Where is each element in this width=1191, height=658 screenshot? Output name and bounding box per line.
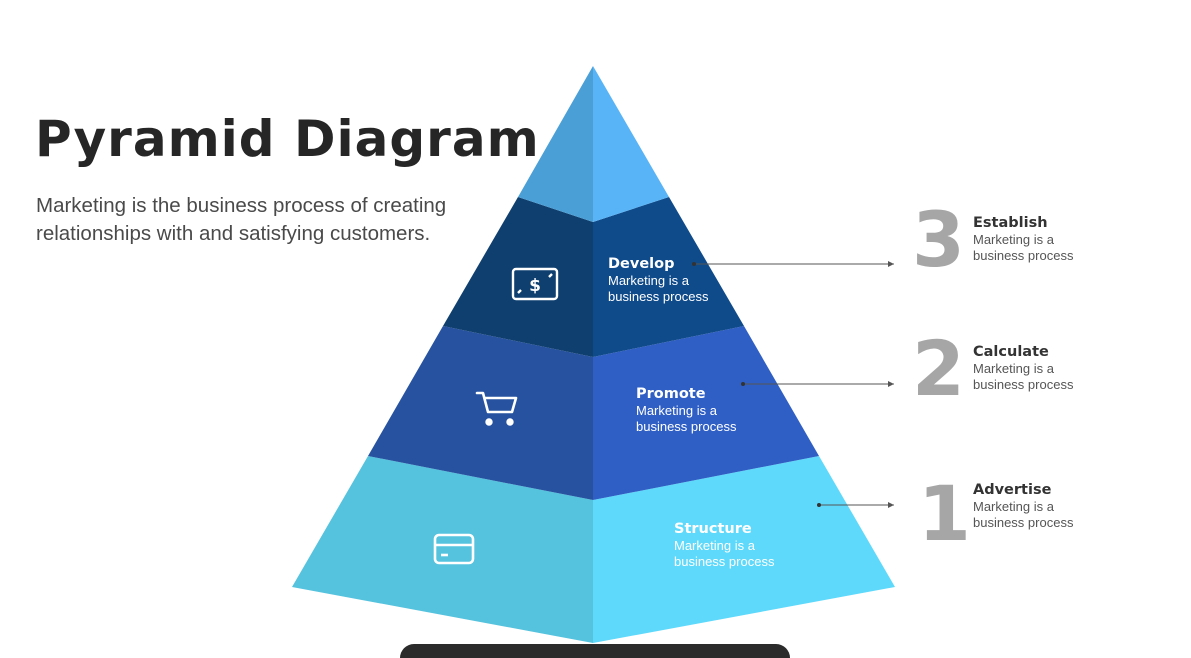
layer-heading: Promote: [636, 386, 706, 402]
credit-card-icon: [433, 533, 475, 565]
step-text: Marketing is a business process: [973, 499, 1074, 530]
step-number-3: 3: [912, 195, 965, 284]
step-text: Marketing is a business process: [973, 361, 1074, 392]
svg-text:$: $: [529, 276, 541, 296]
layer-label-develop: Develop Marketing is a business process: [608, 255, 728, 304]
dollar-bill-icon: $: [511, 267, 559, 301]
step-number-1: 1: [918, 469, 971, 558]
step-advertise: Advertise Marketing is a business proces…: [973, 481, 1093, 530]
step-calculate: Calculate Marketing is a business proces…: [973, 343, 1093, 392]
step-text: Marketing is a business process: [973, 232, 1074, 263]
step-heading: Establish: [973, 215, 1048, 231]
pyramid-top-right: [593, 66, 669, 222]
step-number-2: 2: [912, 324, 965, 413]
layer-text: Marketing is a business process: [608, 273, 709, 304]
layer-heading: Structure: [674, 521, 752, 537]
pyramid-base-left: [292, 456, 593, 643]
pyramid-mid-upper-right: [593, 197, 744, 357]
pyramid-base-right: [593, 456, 895, 643]
layer-heading: Develop: [608, 256, 675, 272]
pyramid-top-left: [518, 66, 593, 222]
page-title: Pyramid Diagram: [35, 110, 540, 168]
step-establish: Establish Marketing is a business proces…: [973, 214, 1093, 263]
step-heading: Calculate: [973, 344, 1049, 360]
connector-arrows: [692, 261, 894, 508]
shopping-cart-icon: [475, 391, 518, 426]
pyramid-mid-lower-right: [593, 326, 819, 500]
bottom-toolbar-edge: [400, 644, 790, 658]
layer-label-structure: Structure Marketing is a business proces…: [674, 520, 794, 569]
layer-text: Marketing is a business process: [674, 538, 775, 569]
step-heading: Advertise: [973, 482, 1052, 498]
page-subtitle: Marketing is the business process of cre…: [36, 194, 447, 245]
pyramid-mid-upper-left: [443, 197, 593, 357]
layer-label-promote: Promote Marketing is a business process: [636, 385, 756, 434]
pyramid-mid-lower-left: [368, 326, 593, 500]
layer-text: Marketing is a business process: [636, 403, 737, 434]
